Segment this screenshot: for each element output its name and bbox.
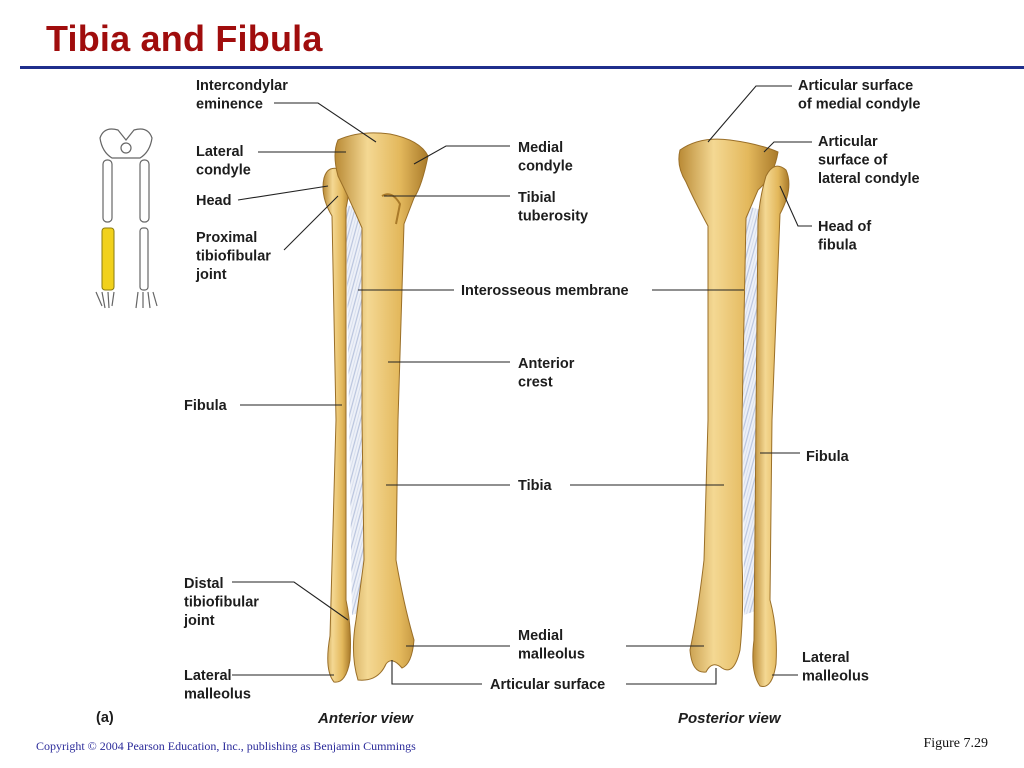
label-distal-tibiofibular-joint-line: Distal — [184, 576, 224, 592]
highlighted-tibia-fibula — [101, 227, 115, 291]
label-anterior-crest-line: Anterior — [518, 356, 575, 372]
label-anterior-crest-line: crest — [518, 375, 553, 391]
slide-title: Tibia and Fibula — [46, 18, 323, 59]
label-articular-surface: Articular surface — [490, 677, 605, 693]
label-head-of-fibula-line: fibula — [818, 238, 858, 254]
label-proximal-tibiofibular-joint-line: tibiofibular — [196, 249, 271, 265]
label-head-of-fibula: Head of fibula — [818, 219, 871, 254]
label-tibial-tuberosity-line: tuberosity — [518, 209, 588, 225]
label-lateral-malleolus-anterior: Lateral malleolus — [184, 668, 251, 703]
label-fibula-posterior-line: Fibula — [806, 449, 850, 465]
label-lateral-condyle: Lateral condyle — [196, 144, 251, 179]
anterior-view-caption: Anterior view — [317, 710, 414, 727]
label-fibula-anterior-line: Fibula — [184, 398, 228, 414]
label-head: Head — [196, 193, 231, 209]
posterior-bones — [678, 138, 790, 688]
label-fibula-anterior: Fibula — [184, 398, 228, 414]
label-medial-condyle: Medial condyle — [518, 140, 573, 175]
label-lateral-malleolus-posterior: Lateral malleolus — [802, 650, 869, 685]
label-lateral-malleolus-anterior-line: malleolus — [184, 687, 251, 703]
leader-lines — [232, 85, 812, 685]
label-articular-surface-medial-condyle: Articular surface of medial condyle — [798, 78, 920, 113]
label-tibia: Tibia — [518, 478, 553, 494]
label-proximal-tibiofibular-joint-line: joint — [195, 267, 227, 283]
label-articular-surface-lateral-condyle-line: lateral condyle — [818, 171, 920, 187]
label-medial-malleolus: Medial malleolus — [518, 628, 585, 663]
label-articular-surface-medial-condyle-line: Articular surface — [798, 78, 913, 94]
panel-label: (a) — [96, 710, 114, 726]
label-lateral-condyle-line: Lateral — [196, 144, 244, 160]
label-medial-malleolus-line: Medial — [518, 628, 563, 644]
skeleton-thumbnail — [95, 128, 158, 309]
posterior-tibia-shape — [678, 138, 779, 673]
label-interosseous-membrane-line: Interosseous membrane — [461, 283, 629, 299]
label-lateral-malleolus-posterior-line: Lateral — [802, 650, 850, 666]
label-lateral-malleolus-anterior-line: Lateral — [184, 668, 232, 684]
label-articular-surface-lateral-condyle-line: surface of — [818, 153, 887, 169]
title-rule — [20, 66, 1024, 69]
label-tibial-tuberosity-line: Tibial — [518, 190, 556, 206]
label-proximal-tibiofibular-joint: Proximal tibiofibular joint — [195, 230, 271, 283]
anterior-bones — [322, 132, 429, 683]
copyright-notice: Copyright © 2004 Pearson Education, Inc.… — [36, 739, 416, 753]
figure-number: Figure 7.29 — [923, 736, 988, 751]
label-distal-tibiofibular-joint: Distal tibiofibular joint — [183, 576, 259, 629]
posterior-view-caption: Posterior view — [678, 710, 782, 727]
label-lateral-malleolus-posterior-line: malleolus — [802, 669, 869, 685]
label-intercondylar-eminence: Intercondylar eminence — [196, 78, 288, 113]
label-distal-tibiofibular-joint-line: joint — [183, 613, 215, 629]
label-tibia-line: Tibia — [518, 478, 553, 494]
posterior-fibula-shape — [752, 165, 790, 688]
label-articular-surface-medial-condyle-line: of medial condyle — [798, 97, 920, 113]
label-medial-condyle-line: condyle — [518, 159, 573, 175]
label-interosseous-membrane: Interosseous membrane — [461, 283, 629, 299]
label-anterior-crest: Anterior crest — [518, 356, 575, 391]
label-head-of-fibula-line: Head of — [818, 219, 871, 235]
label-articular-surface-lateral-condyle: Articular surface of lateral condyle — [818, 134, 920, 187]
label-articular-surface-lateral-condyle-line: Articular — [818, 134, 878, 150]
label-tibial-tuberosity: Tibial tuberosity — [518, 190, 588, 225]
label-intercondylar-eminence-line: Intercondylar — [196, 78, 288, 94]
label-lateral-condyle-line: condyle — [196, 163, 251, 179]
label-medial-condyle-line: Medial — [518, 140, 563, 156]
label-medial-malleolus-line: malleolus — [518, 647, 585, 663]
label-intercondylar-eminence-line: eminence — [196, 97, 263, 113]
label-distal-tibiofibular-joint-line: tibiofibular — [184, 595, 259, 611]
label-head-line: Head — [196, 193, 231, 209]
label-fibula-posterior: Fibula — [806, 449, 850, 465]
label-articular-surface-line: Articular surface — [490, 677, 605, 693]
label-proximal-tibiofibular-joint-line: Proximal — [196, 230, 257, 246]
